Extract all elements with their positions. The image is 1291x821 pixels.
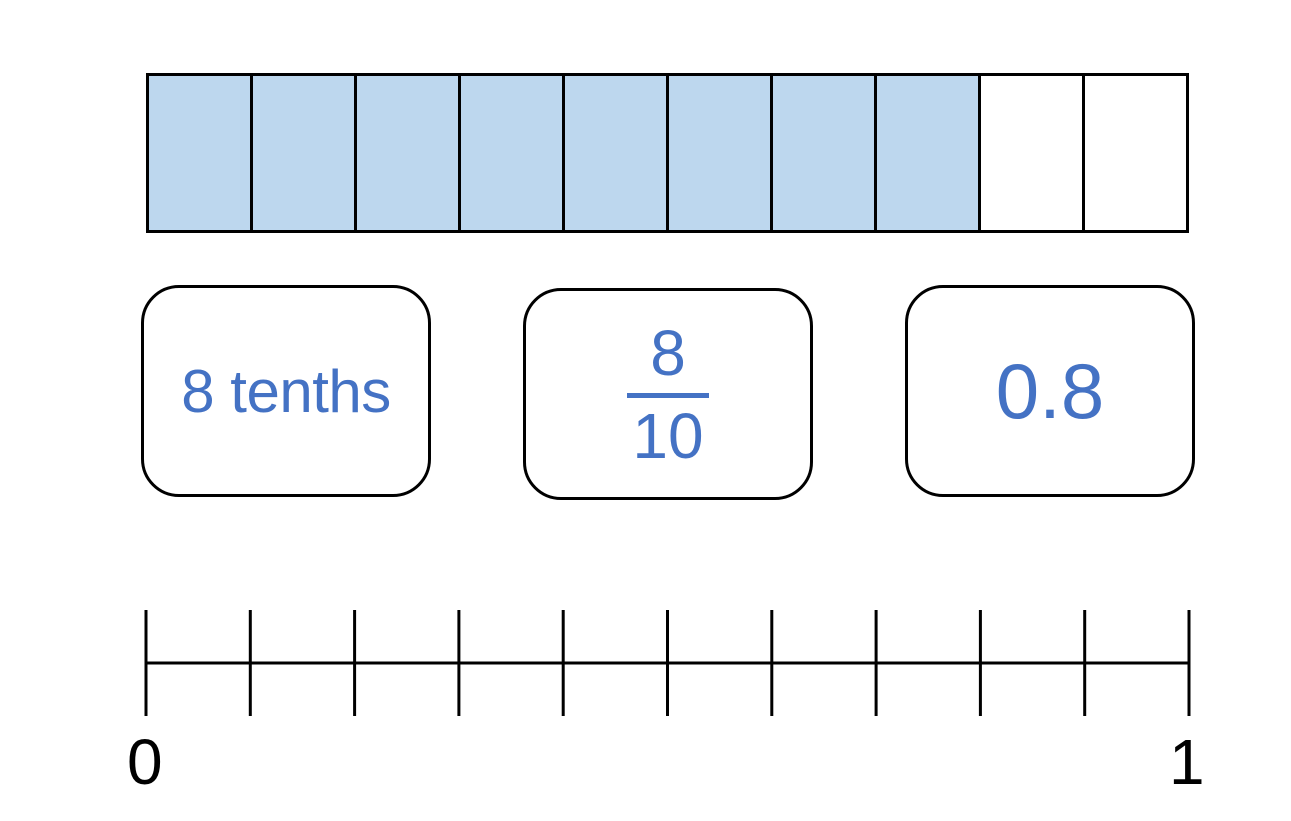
bar-cell-shaded xyxy=(565,76,669,230)
fraction-denominator: 10 xyxy=(632,399,704,472)
number-line-ticks xyxy=(144,610,1191,716)
fraction-numerator: 8 xyxy=(650,316,686,389)
bar-cell-shaded xyxy=(461,76,565,230)
tenths-bar xyxy=(146,73,1189,233)
bar-cell-shaded xyxy=(357,76,461,230)
card-words: 8 tenths xyxy=(141,285,431,497)
bar-cell-shaded xyxy=(669,76,773,230)
number-line-end-label: 1 xyxy=(1169,726,1205,798)
card-decimal: 0.8 xyxy=(905,285,1195,497)
decimal-text: 0.8 xyxy=(995,346,1105,435)
number-line-start-label: 0 xyxy=(127,726,163,798)
fraction: 8 10 xyxy=(627,321,709,468)
bar-cell-shaded xyxy=(253,76,357,230)
bar-cell-shaded xyxy=(149,76,253,230)
bar-cell-shaded xyxy=(773,76,877,230)
bar-cell-empty xyxy=(981,76,1085,230)
card-fraction: 8 10 xyxy=(523,288,813,500)
bar-cell-empty xyxy=(1085,76,1186,230)
fraction-bar-line xyxy=(627,392,709,398)
bar-cell-shaded xyxy=(877,76,981,230)
words-text: 8 tenths xyxy=(181,357,391,425)
